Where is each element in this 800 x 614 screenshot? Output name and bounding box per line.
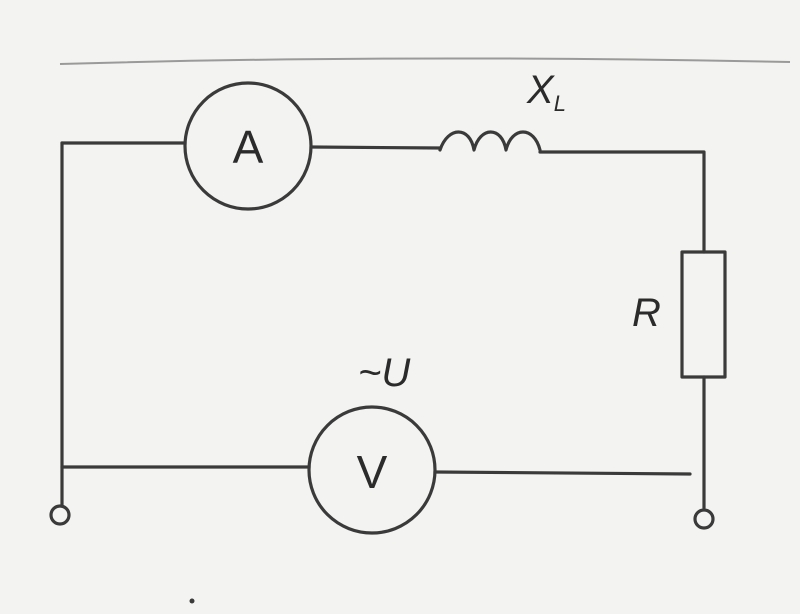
inductance-label: XL [526, 68, 566, 116]
inductance-label-main: X [526, 68, 555, 112]
ammeter: A [183, 81, 313, 211]
stray-dot [189, 598, 195, 604]
voltmeter-circle [307, 405, 437, 535]
resistor-label: R [632, 291, 661, 335]
ammeter-to-inductor-wire [309, 145, 442, 150]
inductor-to-resistor-wire [538, 150, 706, 254]
left-terminal [49, 504, 71, 526]
ammeter-symbol: A [233, 121, 264, 173]
inductance-label-sub: L [554, 91, 566, 116]
voltage-label: ~U [358, 351, 411, 395]
voltmeter: V [307, 405, 437, 535]
voltmeter-symbol: V [357, 446, 388, 498]
bottom-right-wire [433, 470, 692, 476]
resistor [680, 250, 727, 379]
right-terminal [693, 508, 715, 530]
top-rule-line [59, 57, 791, 65]
inductor-coil [438, 130, 542, 152]
